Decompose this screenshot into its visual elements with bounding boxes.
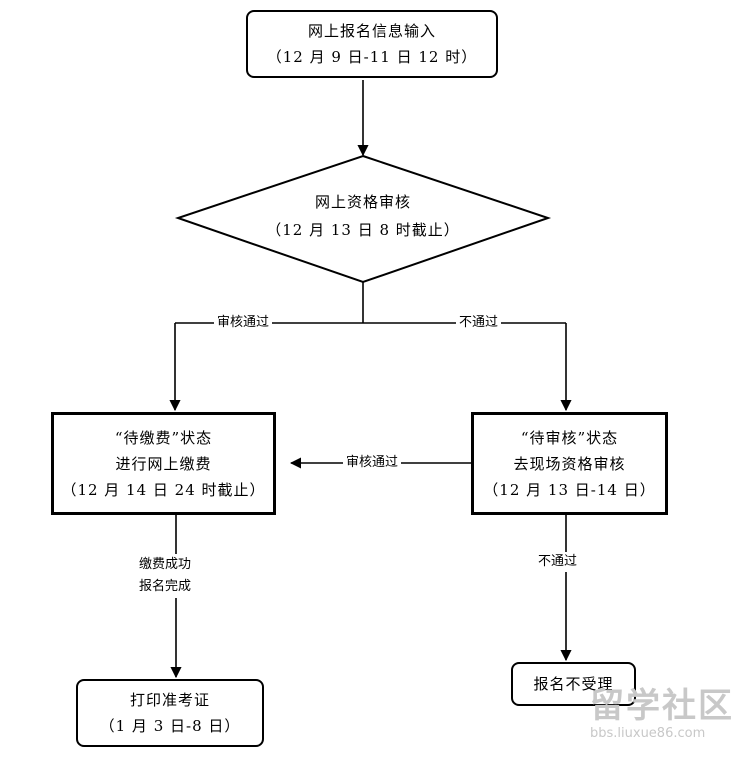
watermark-brand: 留学社区 [590, 686, 734, 726]
node-action: 进行网上缴费 [115, 454, 212, 473]
edge-label-review-fail: 不通过 [456, 313, 502, 333]
node-title: 报名不受理 [533, 675, 614, 693]
node-awaiting-review: “待审核”状态 去现场资格审核 （12 月 13 日-14 日） [471, 412, 668, 515]
node-action: 去现场资格审核 [513, 454, 626, 473]
node-date: （12 月 13 日-14 日） [483, 480, 656, 499]
node-title: “待审核”状态 [520, 428, 619, 447]
node-online-registration: 网上报名信息输入 （12 月 9 日-11 日 12 时） [246, 10, 498, 78]
node-title: “待缴费”状态 [114, 428, 213, 447]
node-title: 打印准考证 [129, 691, 210, 709]
node-title: 网上报名信息输入 [307, 22, 436, 40]
watermark-logo: 留学社区 bbs.liuxue86.com [590, 686, 750, 742]
node-print-admission-ticket: 打印准考证 （1 月 3 日-8 日） [76, 679, 264, 747]
node-date: （12 月 9 日-11 日 12 时） [266, 48, 478, 66]
node-title: 网上资格审核 [314, 193, 411, 211]
edge-label-onsite-fail: 不通过 [535, 552, 581, 572]
node-date: （12 月 13 日 8 时截止） [266, 221, 460, 239]
node-registration-rejected: 报名不受理 [511, 662, 636, 706]
node-date: （12 月 14 日 24 时截止） [61, 480, 266, 499]
node-date: （1 月 3 日-8 日） [99, 717, 241, 735]
edge-label-review-pass: 审核通过 [214, 313, 273, 333]
watermark-url: bbs.liuxue86.com [590, 726, 706, 741]
node-online-review: 网上资格审核 （12 月 13 日 8 时截止） [233, 188, 493, 244]
node-awaiting-payment: “待缴费”状态 进行网上缴费 （12 月 14 日 24 时截止） [51, 412, 276, 515]
edge-label-onsite-pass: 审核通过 [343, 453, 402, 473]
edge-label-payment-success: 缴费成功 报名完成 [136, 554, 195, 598]
